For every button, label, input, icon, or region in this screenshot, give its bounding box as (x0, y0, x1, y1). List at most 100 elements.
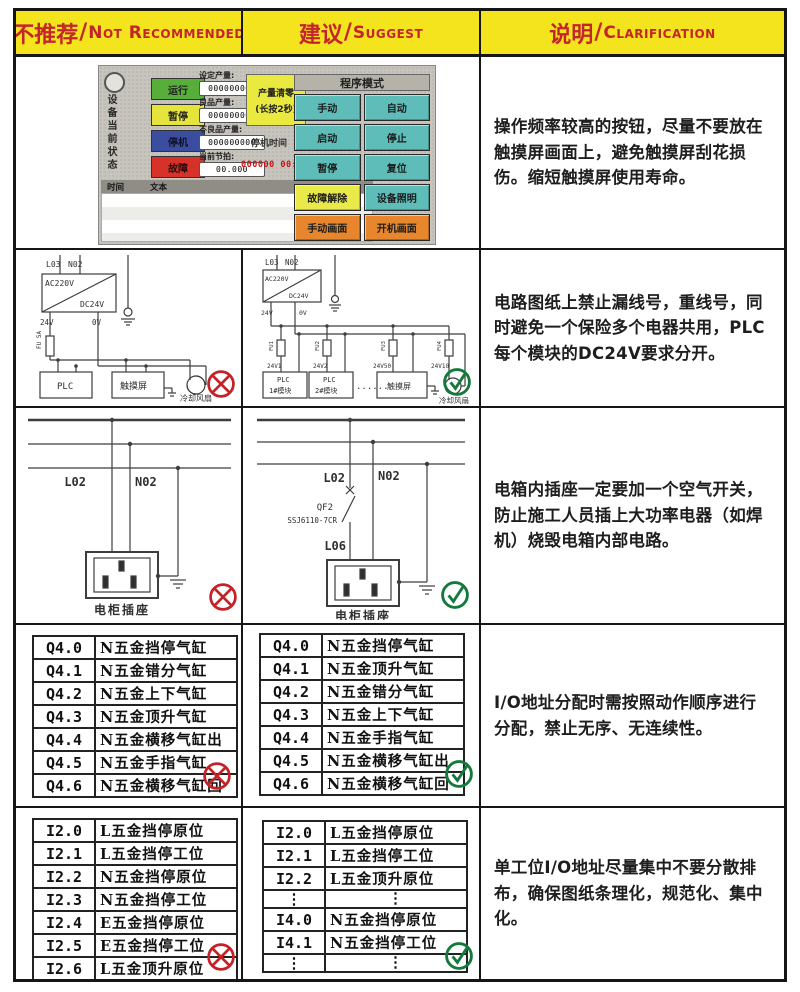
socket-n-label: N02 (378, 469, 400, 483)
psu-ac-label: AC220V (265, 275, 289, 283)
startup-screen-button[interactable]: 开机画面 (363, 214, 430, 241)
io-desc-cell: N五金手指气缸 (94, 750, 238, 775)
io-desc-cell: ⋮ (324, 889, 468, 909)
hmi-status-run-button[interactable]: 运行 (151, 78, 205, 100)
touchscreen-box-label: 触摸屏 (387, 381, 411, 391)
io-desc-cell: N五金挡停工位 (94, 887, 238, 912)
io-addr-cell: ⋮ (262, 953, 326, 973)
row3-suggest-cell: L02 N02 QF2 SSJ6110-7CR L06 电柜插座 (243, 408, 481, 625)
start-button[interactable]: 启动 (294, 124, 361, 151)
stop-button[interactable]: 停止 (363, 124, 430, 151)
set-output-label: 设定产量: (199, 71, 235, 80)
row1-example-cell: 设备当前状态 运行 暂停 停机 故障 设定产量: 000000000 良品产量:… (16, 57, 481, 250)
io-addr-cell: Q4.1 (259, 656, 323, 681)
bad-output-label: 不良品产量: (199, 125, 243, 134)
header-suggest: 建议/Suggest (243, 11, 481, 57)
manual-screen-button[interactable]: 手动画面 (294, 214, 361, 241)
socket-caption: 电柜插座 (94, 602, 150, 617)
io-addr-cell: Q4.2 (32, 681, 96, 706)
downtime-value: 000000 00:00 (241, 160, 309, 170)
hmi-program-mode-panel: 程序模式 手动 自动 启动 停止 暂停 复位 故障解除 设备照明 手动画面 开机… (294, 74, 430, 241)
hmi-status-pause-button[interactable]: 暂停 (151, 104, 205, 126)
breaker-model-label: SSJ6110-7CR (287, 516, 337, 525)
io-addr-cell: ⋮ (262, 889, 326, 909)
reject-mark-icon (203, 762, 231, 790)
node1-label: 24V1 (267, 363, 282, 370)
socket-diagram-no-breaker: L02 N02 电柜插座 (28, 417, 231, 617)
io-addr-cell: Q4.3 (259, 702, 323, 727)
lighting-button[interactable]: 设备照明 (363, 184, 430, 211)
row2-suggest-cell: L03 N02 AC220V DC24V 24V 0V FU1 FU2 FU3 … (243, 250, 481, 408)
reject-mark-icon (207, 370, 235, 398)
io-desc-cell: N五金挡停原位 (324, 907, 468, 932)
hmi-status-fault-button[interactable]: 故障 (151, 156, 205, 178)
cycle-time-value[interactable]: 00.000 (199, 162, 265, 177)
row2-not-recommended-cell: L03 N02 AC220V DC24V 24V 0V FU 5A PLC 触摸… (16, 250, 243, 408)
io-desc-cell: N五金手指气缸 (321, 725, 465, 750)
header-suggest-en: Suggest (352, 22, 424, 43)
io-desc-cell: N五金上下气缸 (94, 681, 238, 706)
node2-label: 24V2 (313, 363, 328, 370)
reset-button[interactable]: 复位 (363, 154, 430, 181)
io-desc-cell: L五金挡停工位 (94, 841, 238, 866)
row4-clarification: I/O地址分配时需按照动作顺序进行分配，禁止无序、无连续性。 (481, 625, 784, 808)
io-desc-cell: N五金错分气缸 (94, 658, 238, 683)
auto-button[interactable]: 自动 (363, 94, 430, 121)
manual-button[interactable]: 手动 (294, 94, 361, 121)
pause-button[interactable]: 暂停 (294, 154, 361, 181)
io-addr-cell: I2.2 (262, 866, 326, 891)
socket-l-label: L02 (323, 471, 345, 485)
header-suggest-zh: 建议 (298, 22, 343, 48)
hmi-status-panel-title: 设备当前状态 (105, 94, 116, 172)
io-addr-cell: Q4.2 (259, 679, 323, 704)
good-output-label: 良品产量: (199, 98, 235, 107)
breaker-name-label: QF2 (317, 503, 333, 513)
io-addr-cell: I2.3 (32, 887, 96, 912)
hmi-status-stop-button[interactable]: 停机 (151, 130, 205, 152)
comparison-table: 不推荐/Not Recommended 建议/Suggest 说明/Clarif… (13, 8, 787, 982)
io-desc-cell: N五金横移气缸出 (94, 727, 238, 752)
cycle-time-label: 当前节拍: (199, 152, 235, 161)
io-addr-cell: I4.0 (262, 907, 326, 932)
plc-box-label: PLC (57, 382, 73, 392)
touchscreen-box-label: 触摸屏 (120, 380, 147, 392)
header-clarification-zh: 说明 (549, 22, 594, 48)
table-ellipsis-row: ⋮⋮ (262, 953, 468, 973)
bad-output-value[interactable]: 000000000 (199, 135, 265, 150)
table-ellipsis-row: ⋮⋮ (262, 889, 468, 909)
fault-clear-button[interactable]: 故障解除 (294, 184, 361, 211)
fuse4-label: FU4 (437, 340, 443, 351)
io-desc-cell: N五金错分气缸 (321, 679, 465, 704)
io-addr-cell: I2.6 (32, 956, 96, 979)
wire-label-n02: N02 (68, 260, 83, 269)
fan-label: 冷却风扇 (180, 393, 212, 402)
wire-label-l03: L03 (265, 258, 279, 267)
row1-clarification: 操作频率较高的按钮，尽量不要放在触摸屏画面上，避免触摸屏刮花损伤。缩短触摸屏使用… (481, 57, 784, 250)
io-desc-cell: N五金挡停气缸 (321, 633, 465, 658)
plc2-label: PLC (323, 376, 336, 384)
breaker-out-label: L06 (324, 539, 346, 553)
io-addr-cell: I2.2 (32, 864, 96, 889)
io-addr-cell: Q4.6 (32, 773, 96, 798)
fan-label: 冷却风扇 (439, 395, 469, 404)
program-mode-title: 程序模式 (294, 74, 430, 91)
io-desc-cell: L五金顶升原位 (324, 866, 468, 891)
